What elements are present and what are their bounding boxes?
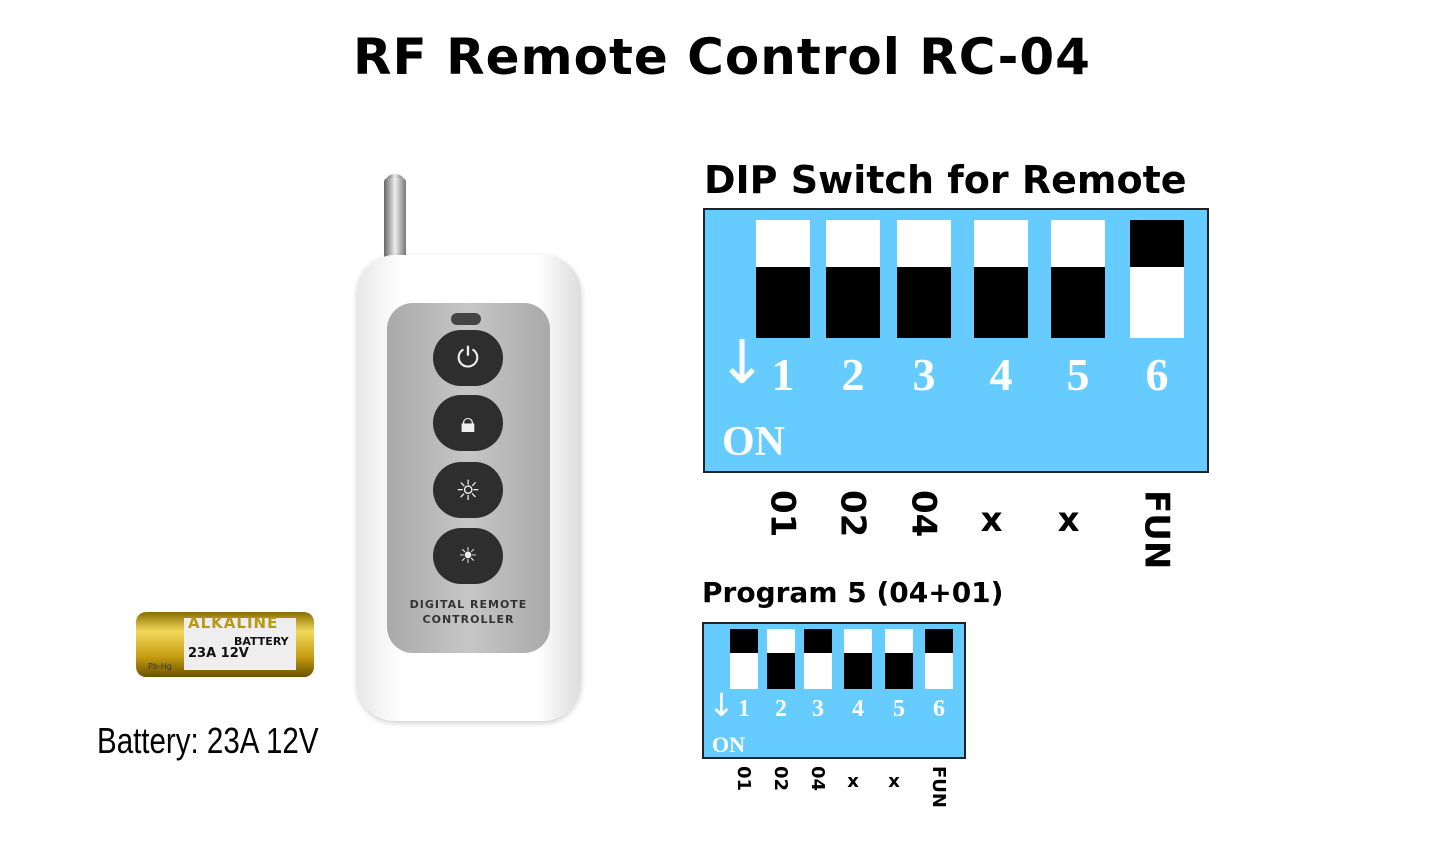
switch-label: x	[1057, 500, 1080, 541]
led-indicator	[451, 313, 481, 325]
switch-label: x	[980, 500, 1003, 541]
switch-label: FUN	[928, 766, 950, 808]
switch-lever-on	[844, 653, 872, 689]
battery-model: 23A 12V	[188, 646, 249, 661]
battery-mark: Pb-Hg	[148, 662, 172, 671]
dip-program-heading: Program 5 (04+01)	[702, 576, 1004, 609]
battery-brand: ALKALINE	[188, 614, 279, 632]
dip-switch-3	[804, 629, 832, 689]
battery-label	[184, 618, 296, 670]
switch-lever-off	[1130, 220, 1184, 268]
switch-label: 04	[807, 766, 829, 792]
dip-switch-6	[1130, 220, 1184, 338]
switch-number: 6	[933, 696, 945, 722]
battery-image: ALKALINE BATTERY 23A 12V Pb-Hg	[136, 612, 314, 677]
switch-number: 2	[775, 696, 787, 722]
arrow-down-icon: ↓	[708, 686, 735, 724]
brightness-up-icon: ☼	[433, 462, 503, 518]
switch-lever-on	[885, 653, 913, 689]
switch-lever-on	[826, 267, 880, 338]
switch-lever-on	[897, 267, 951, 338]
lock-icon: 🔒︎	[433, 395, 503, 451]
dip-switch-3	[897, 220, 951, 338]
dip-switch-6	[925, 629, 953, 689]
switch-lever-off	[804, 629, 832, 653]
switch-number: 5	[893, 696, 905, 722]
dip-switch-2	[767, 629, 795, 689]
remote-brand-line1: DIGITAL REMOTE	[409, 598, 528, 611]
brightness-down-icon: ☀	[433, 528, 503, 584]
dip-switch-4	[844, 629, 872, 689]
switch-label: 02	[832, 490, 873, 538]
switch-lever-on	[1051, 267, 1105, 338]
switch-number: 1	[738, 696, 750, 722]
switch-number: 3	[912, 349, 936, 400]
power-icon: ⏻	[433, 330, 503, 386]
dip-switch-5	[885, 629, 913, 689]
switch-label: x	[888, 771, 900, 793]
battery-caption: Battery: 23A 12V	[97, 720, 319, 761]
dip-switch-5	[1051, 220, 1105, 338]
switch-lever-on	[756, 267, 810, 338]
on-label: ON	[712, 732, 745, 757]
switch-label: 04	[903, 490, 944, 538]
battery-type: BATTERY	[234, 635, 289, 648]
dip-switch-1	[730, 629, 758, 689]
page-title: RF Remote Control RC-04	[353, 28, 1091, 86]
antenna	[384, 178, 406, 274]
switch-number: 5	[1066, 349, 1090, 400]
switch-number: 1	[771, 349, 795, 400]
switch-lever-on	[974, 267, 1028, 338]
switch-number: 2	[841, 349, 865, 400]
switch-lever-off	[730, 629, 758, 653]
switch-number: 4	[989, 349, 1013, 400]
dip-switch-2	[826, 220, 880, 338]
dip-switch-1	[756, 220, 810, 338]
switch-number: 6	[1145, 349, 1169, 400]
switch-number: 4	[852, 696, 864, 722]
remote-brand-line2: CONTROLLER	[422, 613, 515, 626]
switch-label: x	[847, 771, 859, 793]
on-label: ON	[722, 419, 785, 465]
switch-label: FUN	[1136, 490, 1177, 570]
switch-lever-off	[925, 629, 953, 653]
arrow-down-icon: ↓	[717, 328, 768, 398]
switch-label: 01	[733, 766, 755, 792]
dip-main-heading: DIP Switch for Remote	[704, 158, 1187, 202]
switch-label: 02	[770, 766, 792, 792]
switch-label: 01	[762, 490, 803, 538]
dip-switch-4	[974, 220, 1028, 338]
switch-number: 3	[812, 696, 824, 722]
switch-lever-on	[767, 653, 795, 689]
